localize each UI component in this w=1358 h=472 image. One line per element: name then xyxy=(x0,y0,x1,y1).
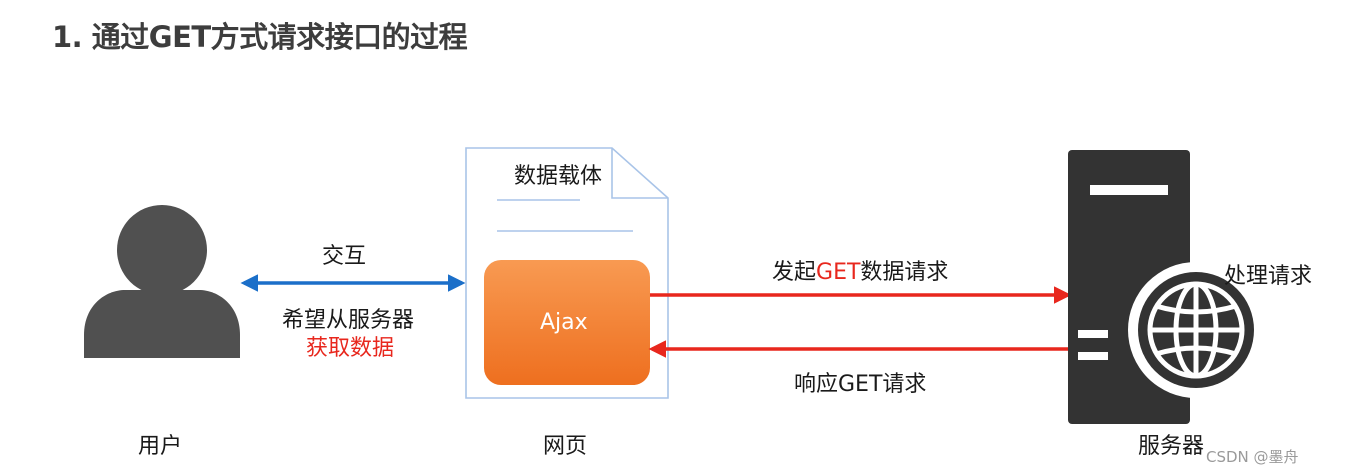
response-label: 响应GET请求 xyxy=(794,372,927,397)
request-label-highlight: GET xyxy=(816,260,861,285)
document-label: 数据载体 xyxy=(514,164,603,189)
process-label: 处理请求 xyxy=(1224,264,1313,289)
user-label: 用户 xyxy=(138,434,183,459)
interaction-desc-line2: 获取数据 xyxy=(306,336,395,361)
page-title: 1. 通过GET方式请求接口的过程 xyxy=(52,20,468,54)
ajax-block xyxy=(484,260,650,385)
ajax-label: Ajax xyxy=(540,310,588,335)
user-icon xyxy=(84,205,240,358)
request-label-post: 数据请求 xyxy=(860,260,949,285)
globe-icon xyxy=(1128,262,1264,398)
server-label: 服务器 xyxy=(1138,434,1205,459)
interaction-label: 交互 xyxy=(322,244,367,269)
watermark: CSDN @墨舟 xyxy=(1206,448,1299,466)
webpage-label: 网页 xyxy=(543,434,588,459)
request-label: 发起GET数据请求 xyxy=(772,254,948,286)
interaction-desc-line1: 希望从服务器 xyxy=(282,308,415,333)
request-label-pre: 发起 xyxy=(772,260,817,285)
